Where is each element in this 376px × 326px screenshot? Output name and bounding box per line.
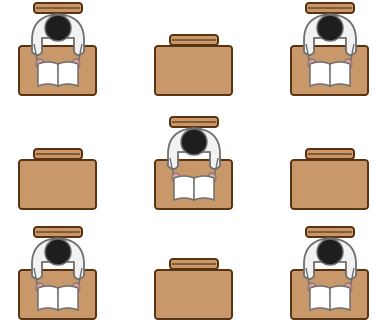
empty-seat xyxy=(154,226,234,326)
open-book-icon xyxy=(38,62,78,86)
empty-seat xyxy=(154,2,234,102)
open-book-icon xyxy=(310,286,350,310)
occupied-seat xyxy=(154,116,234,216)
open-book-icon xyxy=(310,62,350,86)
occupied-seat xyxy=(290,2,370,102)
occupied-seat xyxy=(18,226,98,326)
occupied-seat xyxy=(18,2,98,102)
empty-seat xyxy=(290,116,370,216)
empty-seat xyxy=(18,116,98,216)
occupied-seat xyxy=(290,226,370,326)
desk-icon xyxy=(291,160,368,209)
desk-icon xyxy=(155,46,232,95)
desk-icon xyxy=(19,160,96,209)
open-book-icon xyxy=(174,176,214,200)
desk-icon xyxy=(155,270,232,319)
open-book-icon xyxy=(38,286,78,310)
